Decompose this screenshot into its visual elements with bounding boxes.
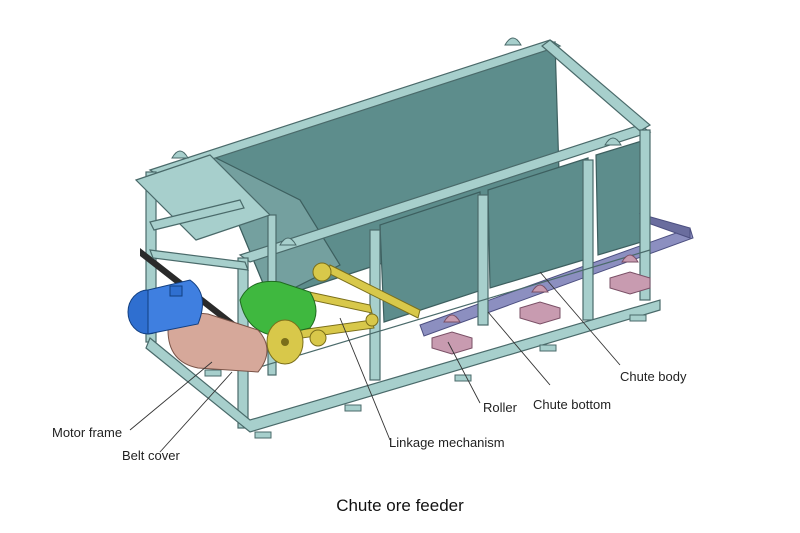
lifting-lugs [171,37,622,246]
motor [127,279,203,335]
frame-mid-rail [149,249,249,271]
gearbox [239,280,317,365]
motor-frame-rail [149,199,245,231]
rollers [431,254,651,355]
leader-motor-frame [129,361,213,431]
frame-base-rail-back [249,249,651,371]
figure-caption: Chute ore feeder [336,496,464,515]
label-roller: Roller [483,400,518,415]
leader-belt-cover [159,371,233,453]
label-motor-frame: Motor frame [52,425,122,440]
frame-post-5 [582,159,594,321]
linkage-mechanism [299,262,421,347]
frame-post-4 [477,194,489,326]
frame-post-6 [639,129,651,301]
label-chute-body: Chute body [620,369,687,384]
leader-chute-bottom [487,311,551,386]
frame-top-right-cross [541,39,652,132]
frame-base-rail-front [145,299,661,433]
label-linkage-mechanism: Linkage mechanism [389,435,505,450]
frame-feet [204,314,647,439]
label-chute-bottom: Chute bottom [533,397,611,412]
leader-roller [447,341,481,404]
label-belt-cover: Belt cover [122,448,180,463]
frame-post-3 [369,229,381,381]
leader-chute-body [539,271,621,366]
leader-linkage-mechanism [339,317,391,441]
